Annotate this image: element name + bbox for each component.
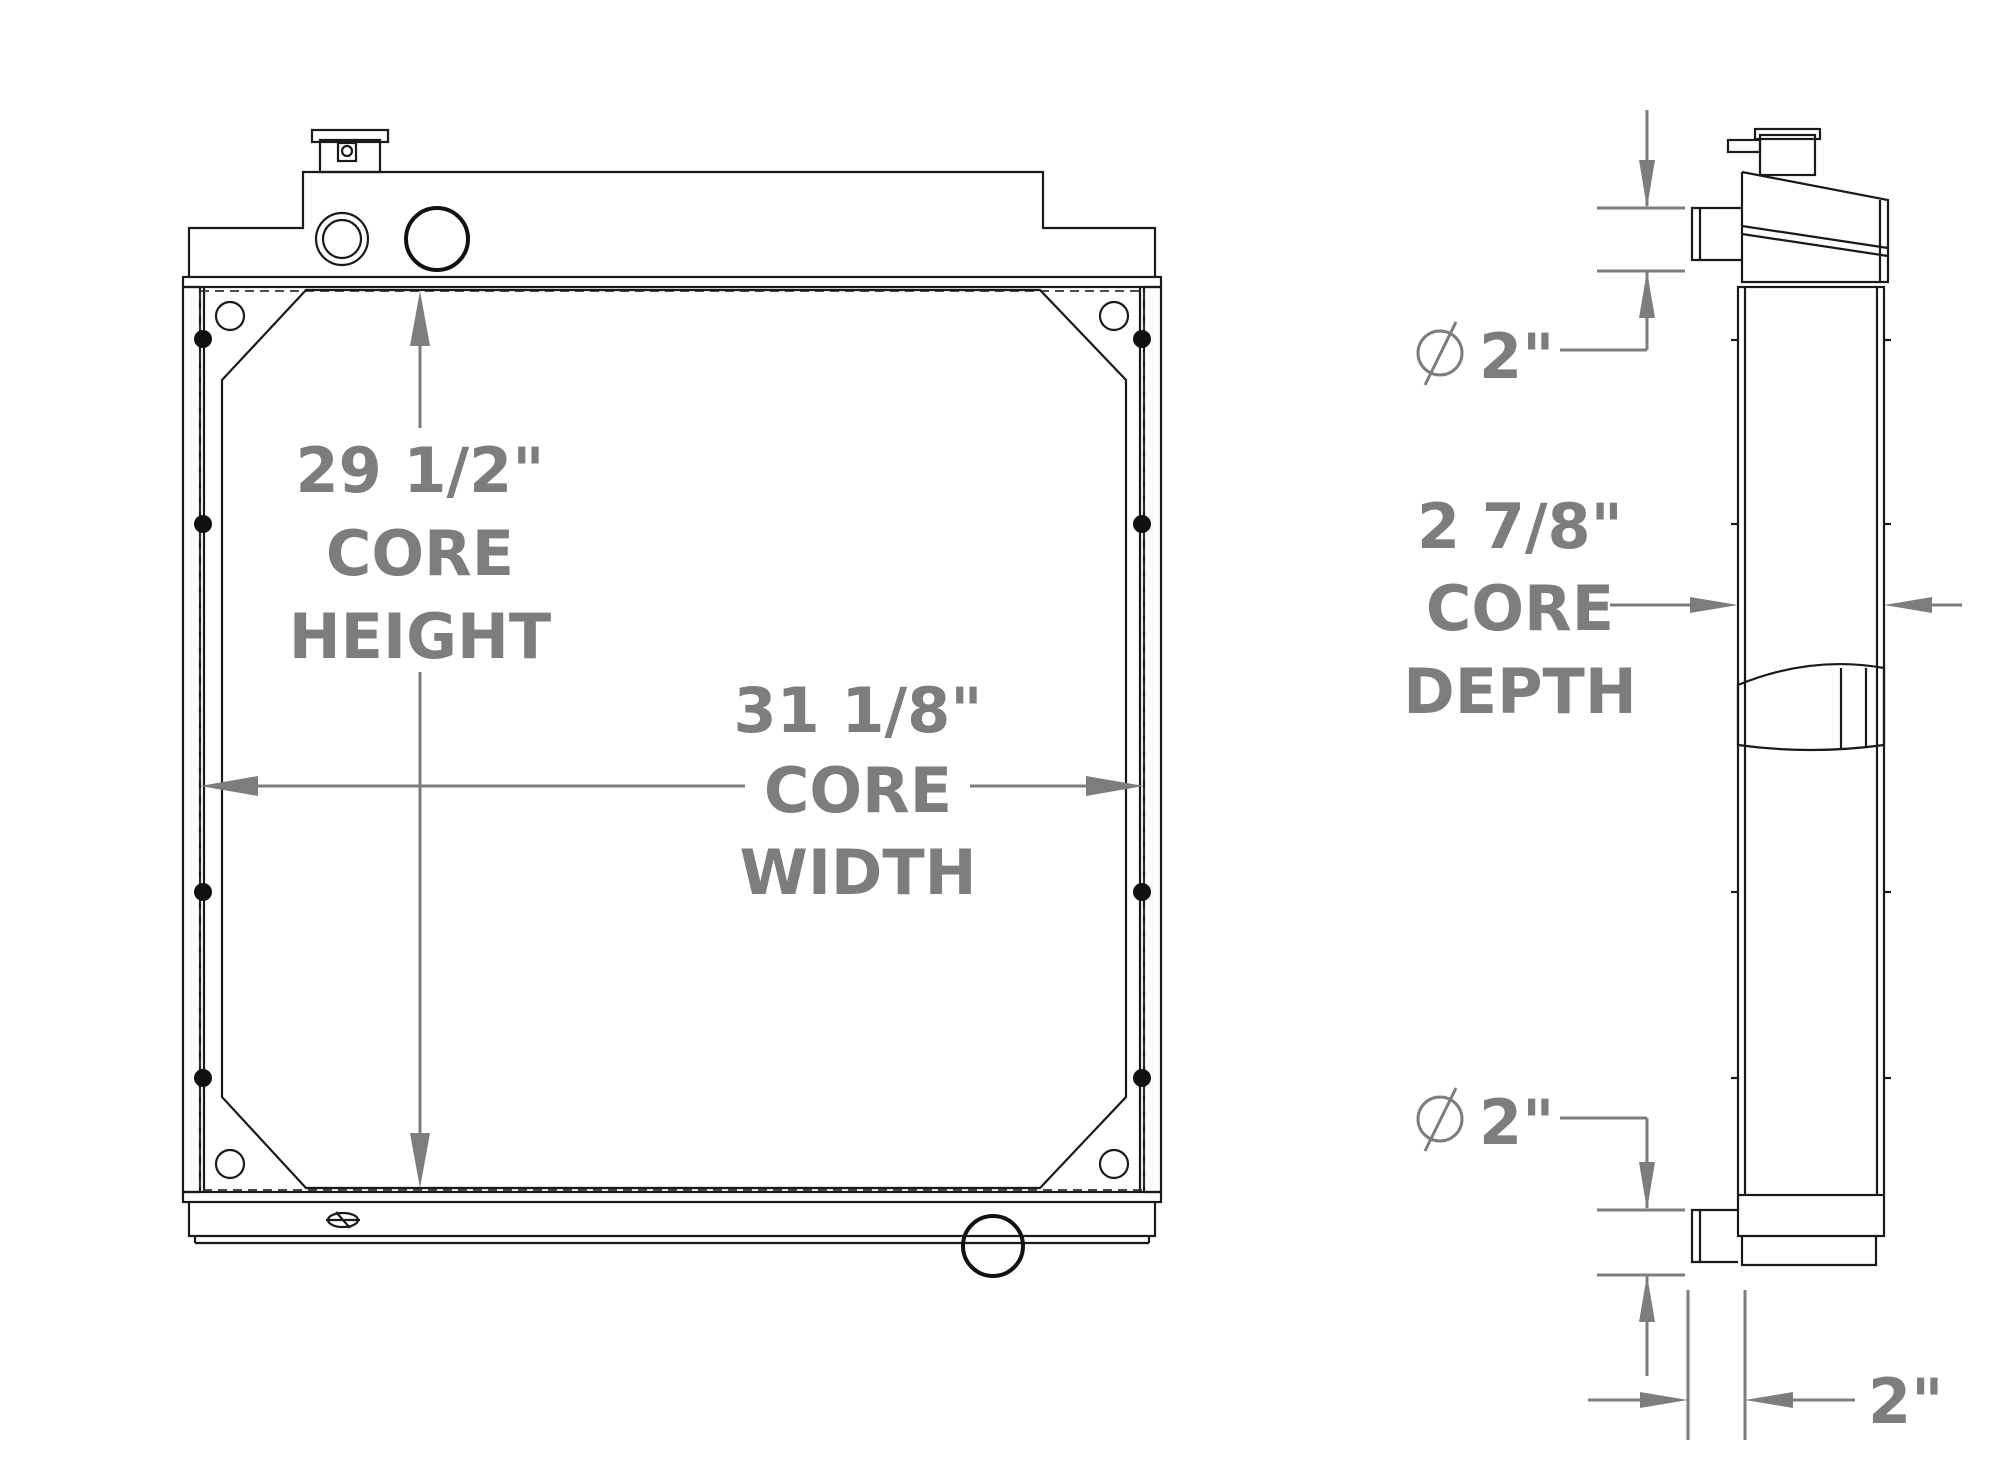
outlet-diameter-dimension bbox=[1416, 1087, 1685, 1376]
core-height-label-2: HEIGHT bbox=[289, 600, 551, 673]
bottom-outlet-port bbox=[961, 1214, 1025, 1278]
corner-hole-top-left bbox=[214, 300, 246, 332]
left-side-rail bbox=[181, 285, 202, 1194]
core-width-label-2: WIDTH bbox=[739, 836, 976, 909]
bolt bbox=[194, 515, 212, 533]
filler-cap bbox=[310, 128, 390, 174]
top-port-large bbox=[404, 206, 470, 272]
bottom-header-plate bbox=[181, 1190, 1163, 1204]
corner-hole-bottom-left bbox=[214, 1148, 246, 1180]
bolt bbox=[194, 1069, 212, 1087]
core-height-dimension bbox=[410, 291, 430, 1188]
bolt bbox=[1133, 515, 1151, 533]
corner-hole-top-right bbox=[1098, 300, 1130, 332]
front-view: 29 1/2" CORE HEIGHT 31 1/8" CORE WIDTH bbox=[181, 128, 1163, 1278]
bolt bbox=[194, 330, 212, 348]
side-inlet-pipe bbox=[1690, 206, 1742, 262]
top-port-small-inner bbox=[321, 218, 363, 260]
drain-cock bbox=[326, 1211, 360, 1229]
outlet-diameter-value: 2" bbox=[1479, 1086, 1554, 1159]
outlet-offset-dimension bbox=[1588, 1290, 1855, 1440]
top-tank bbox=[187, 170, 1157, 277]
core-outline-dashed bbox=[199, 290, 1145, 1191]
core-gasket bbox=[220, 288, 1128, 1190]
side-core-band bbox=[1736, 662, 1886, 752]
inlet-diameter-dimension bbox=[1416, 110, 1685, 386]
top-port-small bbox=[314, 211, 370, 267]
core-depth-label-1: CORE bbox=[1426, 572, 1614, 645]
core-depth-value: 2 7/8" bbox=[1417, 490, 1623, 563]
bottom-tank bbox=[187, 1202, 1157, 1238]
side-bottom-tank bbox=[1736, 1195, 1886, 1238]
core-depth-label-2: DEPTH bbox=[1403, 655, 1636, 728]
bolt bbox=[1133, 883, 1151, 901]
top-header-plate bbox=[181, 275, 1163, 289]
side-top-tank bbox=[1740, 170, 1890, 284]
side-outlet-pipe bbox=[1690, 1208, 1738, 1264]
core-height-value: 29 1/2" bbox=[295, 434, 544, 507]
outlet-offset-value: 2" bbox=[1868, 1365, 1943, 1438]
corner-hole-bottom-right bbox=[1098, 1148, 1130, 1180]
inlet-diameter-value: 2" bbox=[1479, 320, 1554, 393]
right-side-rail bbox=[1142, 285, 1163, 1194]
side-filler-cap bbox=[1726, 127, 1822, 177]
bolt bbox=[194, 883, 212, 901]
core-width-label-1: CORE bbox=[764, 754, 952, 827]
bolt bbox=[1133, 1069, 1151, 1087]
core-width-dimension bbox=[200, 776, 1144, 796]
core-width-value: 31 1/8" bbox=[733, 674, 982, 747]
bolt bbox=[1133, 330, 1151, 348]
side-core bbox=[1736, 285, 1886, 1197]
side-core-ticks bbox=[1731, 338, 1891, 1080]
core-height-label-1: CORE bbox=[326, 517, 514, 590]
core-depth-dimension bbox=[1610, 597, 1962, 613]
side-view: 2" 2 7/8" CORE DEPTH 2" bbox=[1403, 110, 1962, 1440]
